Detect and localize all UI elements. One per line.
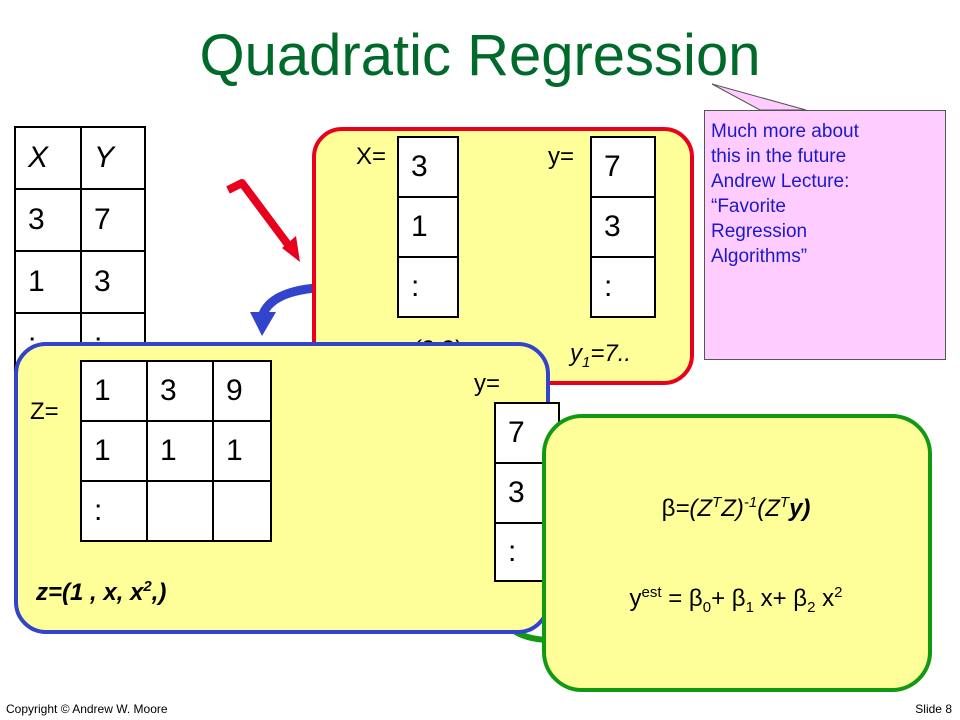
est-sup: est [641, 584, 662, 601]
transpose-sup: T [779, 494, 790, 511]
matrix-cell: : [80, 480, 148, 542]
x2-sup: 2 [834, 584, 843, 601]
red-arrowhead-icon [282, 236, 300, 262]
matrix-cell: 9 [212, 360, 272, 422]
matrix-cell: 3 [146, 360, 214, 422]
slide-number: Slide 8 [915, 702, 952, 716]
callout-pointer [711, 83, 807, 111]
z-matrix: 1 3 9 1 1 1 : [80, 360, 272, 542]
callout-line: this in the future [711, 146, 847, 167]
copyright-footer: Copyright © Andrew W. Moore [6, 702, 168, 716]
matrix-cell [212, 480, 272, 542]
matrix-cell: : [590, 256, 656, 318]
beta2: β [793, 585, 808, 612]
matrix-cell: 1 [212, 420, 272, 482]
matrix-cell: 3 [590, 196, 656, 258]
open-part: (Z [757, 495, 780, 522]
x-matrix: 3 1 : [397, 136, 459, 318]
eq-sign: = [661, 585, 689, 612]
table-header-y: Y [80, 126, 146, 190]
matrix-cell: : [397, 256, 459, 318]
table-cell: 1 [14, 250, 82, 314]
blue-arrow-icon [258, 283, 317, 317]
z-part: Z) [721, 495, 744, 522]
green-panel-solution [542, 414, 932, 692]
table-cell: 7 [80, 188, 146, 252]
y1-rest: =7.. [590, 340, 632, 367]
plus: + [711, 585, 732, 612]
transpose-sup: T [712, 494, 722, 511]
callout-line: Algorithms” [711, 246, 808, 267]
sub0: 0 [702, 598, 712, 616]
z-formula-end: ,) [151, 579, 167, 606]
slide-title: Quadratic Regression [199, 23, 761, 88]
matrix-cell: 1 [397, 196, 459, 258]
beta-eq: =(Z [675, 495, 713, 522]
inverse-sup: -1 [743, 494, 758, 511]
y1-text: y1=7.. [570, 340, 631, 371]
callout-line: Regression [711, 221, 808, 242]
x1-part: x+ [753, 585, 794, 612]
matrix-cell [146, 480, 214, 542]
callout-line: Much more about [711, 121, 859, 142]
table-header-x: X [14, 126, 82, 190]
x2-part: x [815, 585, 835, 612]
matrix-cell: 1 [80, 360, 148, 422]
matrix-cell: 7 [590, 136, 656, 198]
beta0: β [688, 585, 703, 612]
yest-var: y [629, 585, 642, 612]
callout-line: “Favorite [711, 196, 786, 217]
matrix-cell: 1 [146, 420, 214, 482]
y-matrix-label: y= [548, 143, 575, 170]
matrix-cell: 1 [80, 420, 148, 482]
beta-symbol: β [661, 495, 676, 522]
beta-solution-formula: β=(ZTZ)-1(ZTy) [544, 494, 928, 523]
beta1: β [731, 585, 746, 612]
x-matrix-label: X= [356, 143, 387, 170]
red-arrow-icon [226, 179, 296, 253]
z-matrix-label: Z= [30, 398, 59, 425]
y1-sub: 1 [582, 353, 591, 371]
z-formula-sup: 2 [143, 578, 152, 595]
y-vector-label: y= [474, 370, 501, 397]
sub1: 1 [745, 598, 754, 616]
future-lecture-callout: Much more about this in the future Andre… [704, 110, 946, 360]
y-bold: y) [789, 495, 811, 522]
table-cell: 3 [80, 250, 146, 314]
callout-line: Andrew Lecture: [711, 171, 850, 192]
z-definition-formula: z=(1 , x, x2,) [36, 578, 166, 607]
y1-var: y [570, 340, 582, 367]
table-cell: 3 [14, 188, 82, 252]
z-formula-start: z=(1 , x, x [36, 579, 144, 606]
blue-arrowhead-icon [250, 312, 276, 336]
y-matrix: 7 3 : [590, 136, 656, 318]
y-estimate-formula: yest = β0+ β1 x+ β2 x2 [544, 584, 928, 616]
matrix-cell: 3 [397, 136, 459, 198]
sub2: 2 [807, 598, 816, 616]
